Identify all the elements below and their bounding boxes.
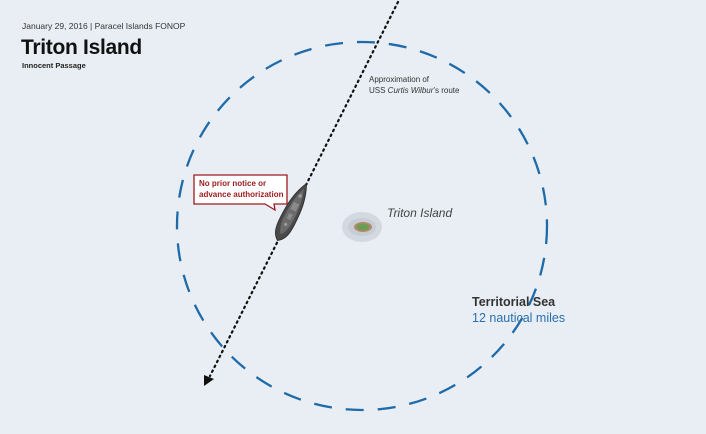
callout-box <box>193 174 288 212</box>
callout-text-line2: advance authorization <box>199 190 284 199</box>
route-arrowhead-icon <box>204 375 214 386</box>
territorial-sea-distance: 12 nautical miles <box>472 311 565 325</box>
route-label-suffix: ’s route <box>433 86 460 95</box>
route-label-prefix: USS <box>369 86 388 95</box>
territorial-sea-boundary <box>175 40 549 412</box>
island-label: Triton Island <box>387 206 452 220</box>
dateline: January 29, 2016 | Paracel Islands FONOP <box>22 21 186 31</box>
route-label-ship: Curtis Wilbur <box>388 86 434 95</box>
callout-text-line1: No prior notice or <box>199 179 266 188</box>
route-label-line2: USS Curtis Wilbur’s route <box>369 86 460 95</box>
route-label-line1: Approximation of <box>369 75 430 84</box>
ship-icon <box>274 182 307 241</box>
territorial-sea-title: Territorial Sea <box>472 295 556 309</box>
page-title: Triton Island <box>21 36 142 59</box>
triton-island-shape <box>342 212 382 242</box>
page-subtitle: Innocent Passage <box>22 61 86 70</box>
